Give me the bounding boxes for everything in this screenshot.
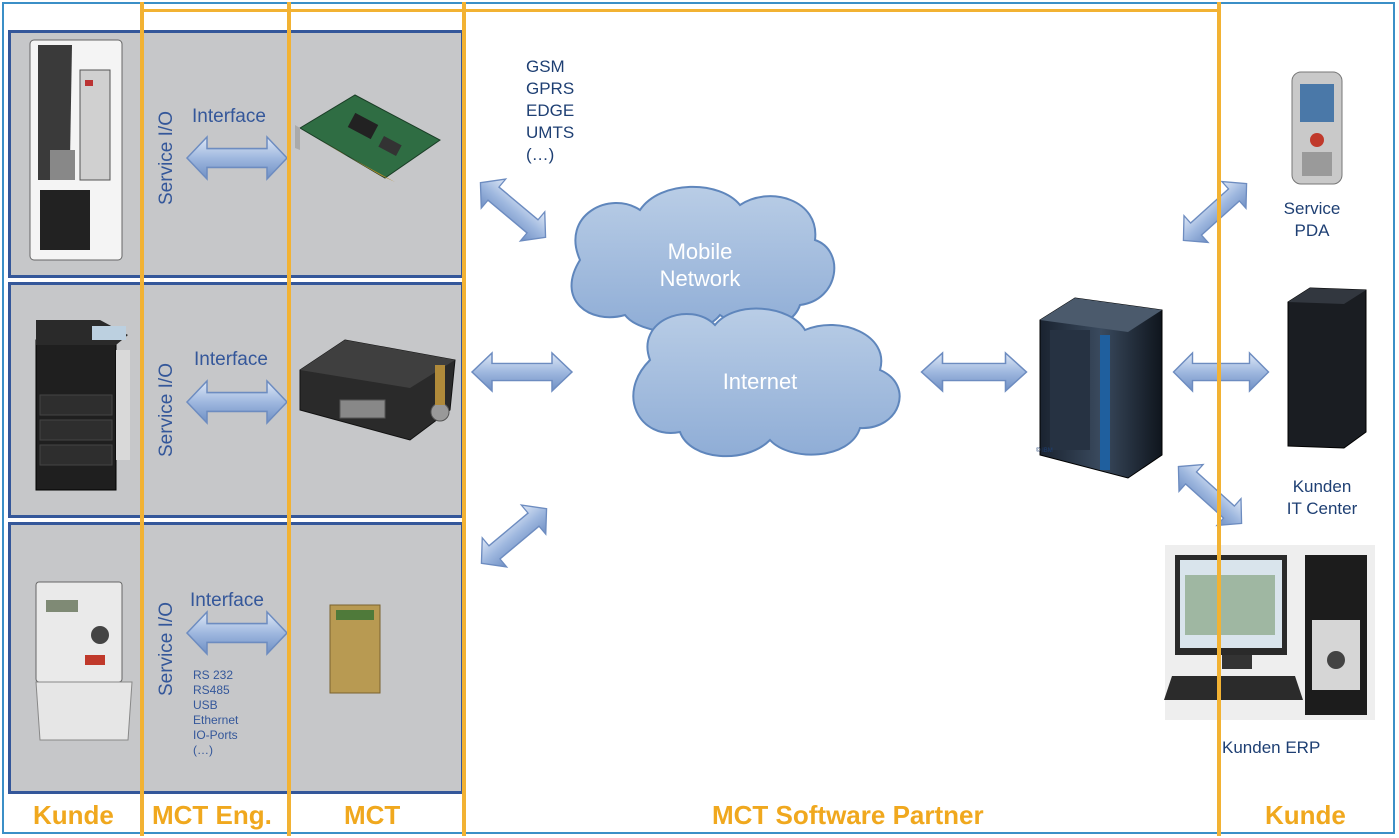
kunden-erp-label: Kunden ERP bbox=[1222, 738, 1321, 757]
embedded-module-icon bbox=[329, 604, 381, 694]
row3-service-label: Service I/O bbox=[156, 602, 177, 696]
column-label-kunde-right: Kunde bbox=[1265, 800, 1346, 830]
internet-label: Internet bbox=[722, 369, 798, 394]
mobile-network-cloud-icon bbox=[570, 185, 836, 333]
column-divider bbox=[287, 2, 291, 836]
column-label-mct: MCT bbox=[344, 800, 401, 830]
column-divider bbox=[140, 2, 144, 836]
it-center-server-icon bbox=[1287, 287, 1367, 449]
copier-icon bbox=[35, 320, 130, 491]
top-divider bbox=[140, 9, 1220, 12]
row2-interface-label: Interface bbox=[194, 349, 268, 370]
kunden-it-center-label: Kunden IT Center bbox=[1286, 477, 1358, 518]
pci-card-icon bbox=[295, 94, 441, 182]
column-label-software-partner: MCT Software Partner bbox=[712, 800, 984, 830]
mainframe-server-icon bbox=[1039, 297, 1163, 479]
row1-service-label: Service I/O bbox=[156, 111, 177, 205]
row-copier bbox=[8, 282, 464, 518]
row-vending bbox=[8, 30, 464, 278]
mobile-network-label: Mobile Network bbox=[659, 239, 741, 291]
service-pda-label: Service PDA bbox=[1283, 199, 1341, 240]
column-divider bbox=[462, 2, 466, 836]
row2-service-label: Service I/O bbox=[156, 363, 177, 457]
gsm-modem-icon bbox=[299, 339, 456, 441]
column-label-kunde: Kunde bbox=[33, 800, 114, 830]
row1-interface-label: Interface bbox=[192, 106, 266, 127]
pda-icon bbox=[1291, 71, 1343, 185]
vending-machine-icon bbox=[29, 39, 123, 261]
network-types-list: GSM GPRS EDGE UMTS (…) bbox=[526, 57, 575, 164]
interfaces-list: RS 232 RS485 USB Ethernet IO-Ports (…) bbox=[193, 668, 239, 757]
internet-cloud-icon bbox=[632, 307, 901, 458]
server-caption: © IBM bbox=[1036, 448, 1053, 454]
erp-computer-icon bbox=[1164, 545, 1375, 720]
electricity-meter-icon bbox=[35, 581, 133, 741]
column-divider bbox=[1217, 2, 1221, 836]
row3-interface-label: Interface bbox=[190, 590, 264, 611]
column-label-mct-eng: MCT Eng. bbox=[152, 800, 272, 830]
